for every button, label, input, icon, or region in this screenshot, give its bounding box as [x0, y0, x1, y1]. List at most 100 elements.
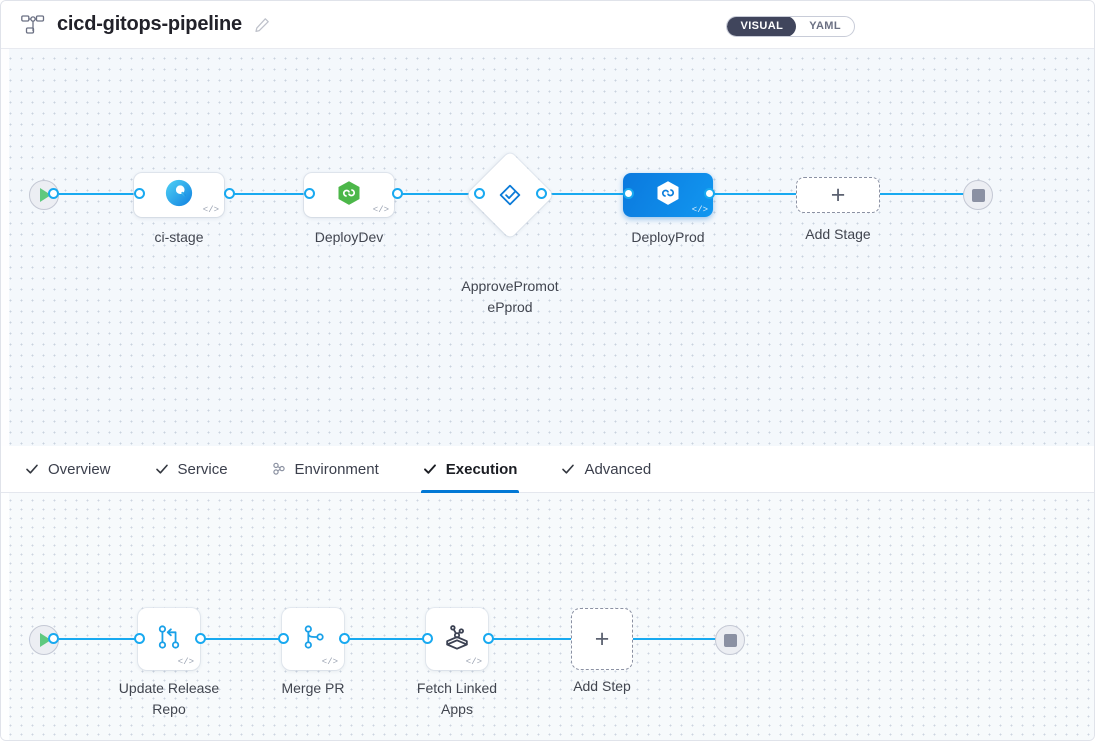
play-triangle — [40, 633, 51, 647]
step-node-update-release-repo[interactable]: </> Update Release Repo — [119, 608, 219, 717]
edge-deployprod-to-addstage — [709, 193, 805, 196]
approval-input-port[interactable] — [474, 188, 485, 199]
fetch-linked-apps-input-port[interactable] — [422, 633, 433, 644]
add-stage-node[interactable]: + Add Stage — [796, 177, 880, 242]
pipeline-graph-icon — [21, 14, 45, 35]
fetch-linked-apps-output-port[interactable] — [483, 633, 494, 644]
approval-stage-box[interactable] — [466, 151, 554, 239]
merge-pr-output-port[interactable] — [339, 633, 350, 644]
execution-canvas-left-gutter — [1, 493, 9, 740]
step-box[interactable]: </> — [426, 608, 488, 670]
stage-box[interactable]: </> — [623, 173, 713, 217]
approval-diamond-check-icon — [497, 182, 523, 208]
tab-execution[interactable]: Execution — [420, 446, 520, 493]
step-box[interactable]: </> — [138, 608, 200, 670]
step-node-merge-pr[interactable]: </> Merge PR — [281, 608, 345, 696]
code-badge: </> — [202, 205, 219, 215]
tab-label: Service — [177, 460, 228, 478]
stage-node-deploydev[interactable]: </> DeployDev — [304, 173, 394, 245]
edge-update-release-repo-to-merge-pr — [200, 638, 290, 641]
header-left: cicd-gitops-pipeline — [1, 13, 270, 36]
update-release-repo-output-port[interactable] — [195, 633, 206, 644]
tab-overview[interactable]: Overview — [23, 446, 113, 493]
approval-output-port[interactable] — [536, 188, 547, 199]
step-box[interactable]: </> — [282, 608, 344, 670]
stage-tabbar: Overview Service Environment — [1, 446, 1094, 493]
execution-canvas[interactable]: </> Update Release Repo </> — [1, 493, 1094, 740]
code-badge: </> — [321, 657, 338, 667]
stage-node-approve-promote-prod[interactable]: ApprovePromot ePprod — [461, 151, 559, 315]
check-icon — [423, 462, 437, 476]
stage-box[interactable]: </> — [304, 173, 394, 217]
code-badge: </> — [372, 205, 389, 215]
cluster-nodes-icon — [272, 462, 286, 476]
stage-label: ApprovePromot ePprod — [461, 278, 559, 315]
page-title: cicd-gitops-pipeline — [57, 13, 242, 35]
stage-label: ci-stage — [154, 229, 204, 245]
update-release-repo-input-port[interactable] — [134, 633, 145, 644]
stop-square — [723, 633, 737, 647]
pipeline-canvas[interactable]: </> ci-stage </> DeployDev — [1, 49, 1094, 446]
pencil-edit-icon[interactable] — [254, 17, 270, 33]
toggle-option-yaml[interactable]: YAML — [809, 20, 841, 32]
add-stage-button[interactable]: + — [796, 177, 880, 213]
execution-end-node[interactable] — [715, 625, 745, 655]
edge-start-to-ci — [53, 193, 143, 196]
linked-apps-icon — [442, 622, 472, 657]
execution-start-output-port[interactable] — [48, 633, 59, 644]
check-icon — [561, 462, 575, 476]
code-badge: </> — [691, 205, 708, 215]
canvas-left-gutter — [1, 49, 9, 446]
stop-icon[interactable] — [963, 180, 993, 210]
gitops-hexagon-white-icon — [654, 179, 682, 212]
stop-square — [971, 188, 985, 202]
stage-node-deployprod[interactable]: </> DeployProd — [623, 173, 713, 245]
add-step-button[interactable]: + — [571, 608, 633, 670]
deploydev-input-port[interactable] — [304, 188, 315, 199]
tab-label: Execution — [445, 460, 518, 478]
tab-label: Environment — [294, 460, 379, 478]
pipeline-start-node[interactable] — [29, 180, 59, 210]
stage-label: DeployProd — [631, 229, 705, 245]
play-icon[interactable] — [29, 180, 59, 210]
step-label: Update Release Repo — [118, 680, 220, 717]
git-merge-icon — [154, 622, 184, 657]
pipeline-end-node[interactable] — [963, 180, 993, 210]
tab-advanced[interactable]: Advanced — [559, 446, 653, 493]
toggle-option-visual[interactable]: VISUAL — [727, 17, 797, 36]
tab-service[interactable]: Service — [153, 446, 230, 493]
gitops-hexagon-green-icon — [335, 179, 363, 212]
play-triangle — [40, 188, 51, 202]
tab-environment[interactable]: Environment — [270, 446, 381, 493]
code-badge: </> — [465, 657, 482, 667]
edge-fetch-linked-apps-to-add-step — [488, 638, 573, 641]
app-header: cicd-gitops-pipeline VISUAL YAML — [1, 1, 1094, 49]
stage-node-ci-stage[interactable]: </> ci-stage — [134, 173, 224, 245]
add-step-node[interactable]: + Add Step — [571, 608, 633, 694]
add-step-label: Add Step — [573, 678, 631, 694]
deployprod-input-port[interactable] — [623, 188, 634, 199]
step-node-fetch-linked-apps[interactable]: </> Fetch Linked Apps — [417, 608, 497, 717]
edge-add-step-to-end — [633, 638, 723, 641]
ci-stage-output-port[interactable] — [224, 188, 235, 199]
ci-stage-input-port[interactable] — [134, 188, 145, 199]
edge-merge-pr-to-fetch-linked-apps — [344, 638, 434, 641]
stop-icon[interactable] — [715, 625, 745, 655]
stage-label: DeployDev — [314, 229, 384, 245]
ci-build-icon — [164, 178, 194, 213]
start-output-port[interactable] — [48, 188, 59, 199]
edge-start-to-update-release-repo — [53, 638, 143, 641]
merge-pr-input-port[interactable] — [278, 633, 289, 644]
check-icon — [155, 462, 169, 476]
deployprod-output-port[interactable] — [704, 188, 715, 199]
plus-icon: + — [830, 180, 846, 209]
git-branch-icon — [298, 622, 328, 657]
view-mode-toggle[interactable]: VISUAL YAML — [726, 16, 855, 37]
stage-box[interactable]: </> — [134, 173, 224, 217]
edge-deploydev-to-approval — [397, 193, 481, 196]
step-label: Fetch Linked Apps — [416, 680, 498, 717]
edge-addstage-to-end — [877, 193, 973, 196]
deploydev-output-port[interactable] — [392, 188, 403, 199]
edge-ci-to-deploydev — [229, 193, 319, 196]
